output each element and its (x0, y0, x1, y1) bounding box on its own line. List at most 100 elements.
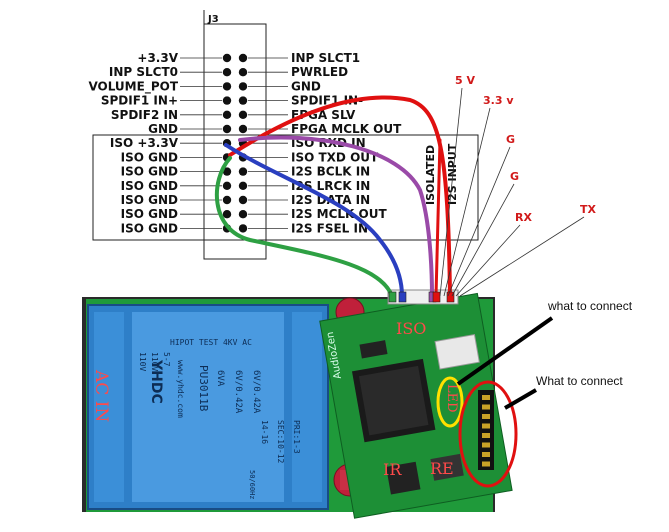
wire-plug (446, 291, 455, 303)
tSpecs-item: 6V/0.42A (233, 370, 243, 414)
annotation-3v3: 3.3 v (483, 94, 514, 107)
what-to-connect-2: What to connect (536, 374, 623, 388)
board-photo: HIPOT TEST 4KV AC YHDC PU3011B www.yhdc.… (82, 289, 518, 519)
header-pin-left (222, 195, 232, 205)
right-header-pins (482, 395, 490, 467)
svg-text:AC IN: AC IN (91, 369, 111, 422)
transformer-brand: YHDC (148, 359, 164, 404)
header-pin-right (238, 110, 248, 120)
pin-label-right: FPGA SLV (291, 108, 356, 122)
pin-annotations: 5 V 3.3 v G G RX TX (439, 74, 597, 297)
annotation-3v3-line (443, 107, 491, 297)
wire-plug (398, 291, 407, 303)
rotary-encoder (430, 453, 464, 481)
header-pin-right (238, 167, 248, 176)
isolated-label: ISOLATED (424, 145, 437, 205)
header-pin-left (222, 210, 232, 219)
pin-label-left: ISO GND (121, 207, 178, 221)
svg-text:50/60Hz: 50/60Hz (248, 470, 256, 500)
j3-header-body (203, 23, 267, 260)
tSpecs-item: 6V/0.42A (251, 370, 261, 414)
svg-text:6VA: 6VA (215, 370, 225, 387)
wire-red-isolated (434, 138, 442, 298)
tPins-item: 14-16 (260, 420, 269, 444)
header-pin-right (238, 195, 248, 205)
header-pin-left (222, 181, 232, 190)
transformer-specs: 6VA 6V/0.42A 6V/0.42A (215, 370, 261, 414)
pin-label-left: ISO GND (121, 150, 178, 164)
wire-plug (432, 291, 441, 303)
header-pin-right (238, 224, 248, 233)
pin-label-right: GND (291, 79, 321, 93)
annotation-5v: 5 V (455, 74, 475, 87)
pin-label-right: INP SLCT1 (291, 51, 360, 65)
connector-pins (180, 53, 288, 233)
transformer-url: www.yhdc.com (176, 360, 185, 418)
header-pin-left (222, 96, 232, 105)
tVolts-item: 5-7 (162, 352, 171, 367)
svg-text:6V/0.42A: 6V/0.42A (251, 370, 261, 414)
header-pin (482, 404, 490, 410)
header-pin-right (238, 96, 248, 105)
header-pin-right (238, 181, 248, 190)
header-pin (482, 423, 490, 429)
header-pin-right (238, 68, 248, 77)
led-highlight (436, 376, 464, 428)
annotation-g1-line (447, 146, 511, 297)
svg-text:PRI:1-3: PRI:1-3 (292, 420, 301, 454)
tPins-item: SEC:10-12 (276, 420, 285, 464)
tSpecs-item: 6VA (215, 370, 225, 387)
wire-green (215, 156, 394, 298)
wires (215, 95, 452, 298)
annotation-rx-line (455, 224, 521, 297)
svg-text:5-7: 5-7 (162, 352, 171, 367)
re-label: RE (430, 459, 454, 478)
pin-label-right: PWRLED (291, 65, 348, 79)
small-ic (359, 340, 388, 359)
svg-text:SEC:10-12: SEC:10-12 (276, 420, 285, 464)
j3-title: J3 (207, 14, 219, 25)
transformer-label-plate (132, 312, 284, 502)
pin-label-left: VOLUME_POT (88, 79, 178, 94)
wire-blue (224, 143, 404, 298)
transformer-fin-left (94, 312, 124, 502)
pin-label-left: +3.3V (137, 51, 178, 65)
pin-label-left: ISO GND (121, 193, 178, 207)
header-pin-left (222, 110, 232, 120)
pin-label-right: I2S FSEL IN (291, 221, 368, 235)
header-pin-left (222, 68, 232, 77)
ac-in-label: AC IN (91, 369, 111, 422)
led-label: LED (444, 384, 459, 413)
annotation-5v-line (439, 87, 463, 297)
annotation-tx: TX (580, 203, 597, 216)
pin-label-left: ISO GND (121, 221, 178, 235)
header-pin (482, 442, 490, 448)
header-pin-right (238, 53, 248, 63)
header-pin-right (238, 124, 248, 134)
ribbon-connector (434, 333, 480, 370)
transformer-pins: 14-16 SEC:10-12 PRI:1-3 (260, 420, 301, 464)
header-pin-right (238, 210, 248, 219)
header-pin-left (222, 167, 232, 176)
pin-label-left: SPDIF2 IN (111, 108, 178, 122)
right-header (478, 390, 494, 470)
svg-text:www.yhdc.com: www.yhdc.com (176, 360, 185, 418)
annotation-tx-line (459, 216, 585, 297)
transformer-model: PU3011B (197, 365, 210, 412)
annotation-g2-line (451, 183, 515, 297)
wire-plugs (388, 291, 455, 303)
tVolts-item: 110V (138, 352, 147, 371)
annotation-g2: G (510, 170, 519, 183)
what-to-connect-1-arrow (456, 316, 554, 386)
transformer: HIPOT TEST 4KV AC YHDC PU3011B www.yhdc.… (87, 304, 329, 510)
main-ic-face (358, 365, 429, 436)
header-pin-left (222, 53, 232, 63)
iso-label: ISO (396, 319, 426, 338)
pin-label-left: ISO GND (121, 165, 178, 179)
ir-sensor (386, 461, 421, 495)
wire-red-5v (228, 95, 452, 298)
header-pin (482, 452, 490, 457)
